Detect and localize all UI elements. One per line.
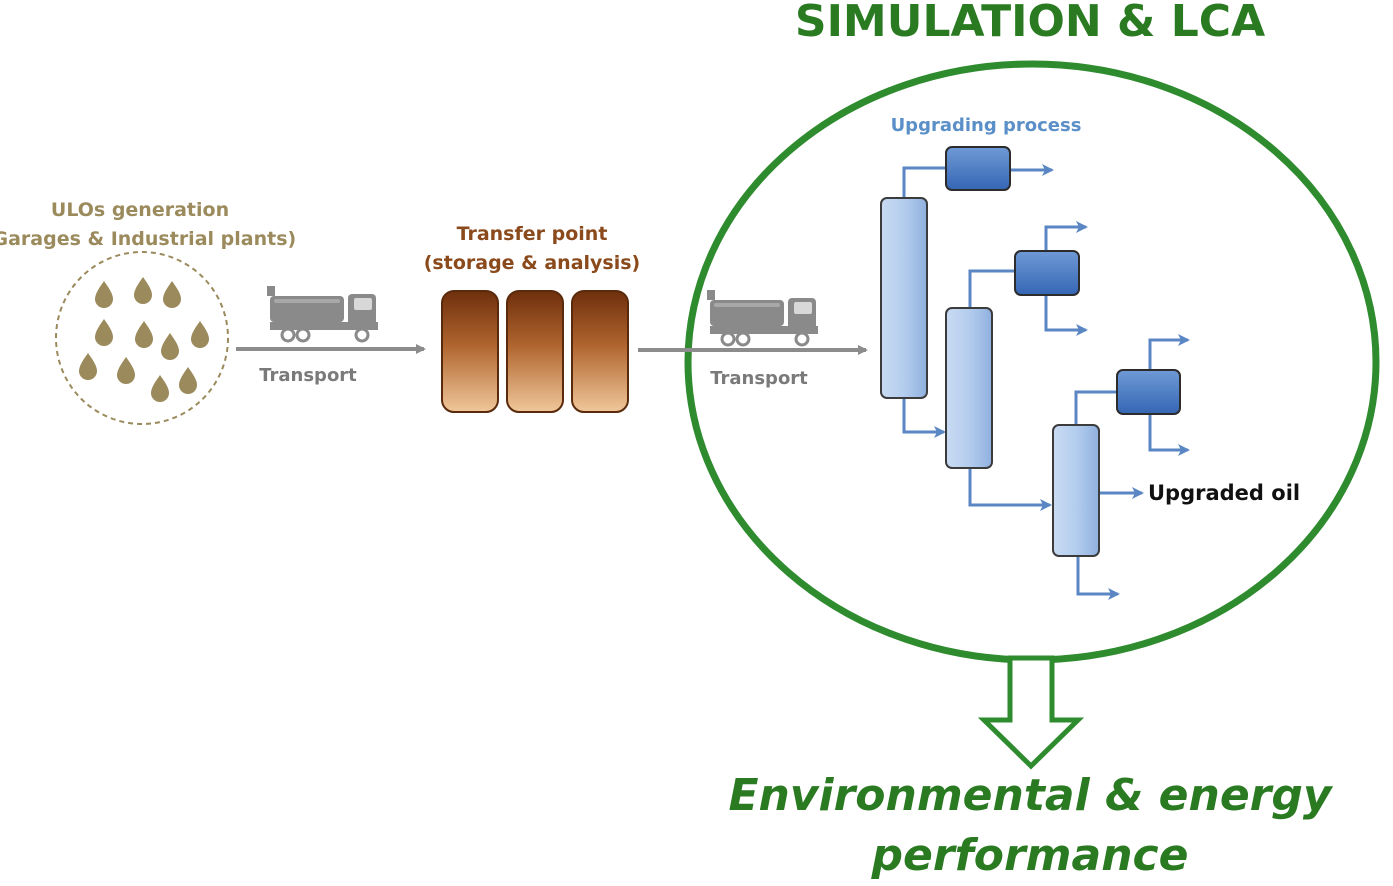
ulo-source-circle [55,251,229,425]
transfer-point: Transfer point (storage & analysis) [424,223,641,413]
transfer-label-line2: (storage & analysis) [424,252,641,274]
oil-drop-icon [135,321,153,348]
oil-drop-icon [151,375,169,402]
flow-line [1074,390,1116,425]
oil-drop-icon [95,281,113,308]
down-arrow-icon [977,655,1085,770]
oil-drop-icon [134,277,152,304]
oil-drop-icon [161,333,179,360]
oil-drop-icon [117,357,135,384]
flow-line [1148,334,1190,370]
flow-line [902,166,946,198]
oil-drop-icon [179,367,197,394]
upgraded-oil-label: Upgraded oil [1148,481,1300,505]
transport-1: Transport [236,284,426,386]
main-title: SIMULATION & LCA [795,0,1265,47]
distillation-column-icon [1052,424,1100,557]
flow-line [902,398,946,438]
storage-tank-icon [571,290,629,413]
flow-line [1148,414,1190,456]
flow-line [1044,221,1088,251]
transport-2: Transport [638,288,868,389]
distillation-column-icon [880,197,928,399]
storage-tank-icon [506,290,564,413]
oil-drop-icon [79,353,97,380]
simulation-boundary [684,60,1380,664]
tanker-truck-icon [265,284,380,343]
process-unit-icon [945,146,1011,191]
source-label-line2: (Garages & Industrial plants) [0,228,296,250]
oil-drop-icon [163,281,181,308]
outcome-line2: performance [871,830,1189,881]
tanker-truck-icon [705,288,820,347]
transfer-label-line1: Transfer point [457,223,608,245]
flow-line [968,269,1014,308]
process-unit-icon [1116,369,1181,415]
upgrading-process: Upgrading process Upgraded oil [880,115,1300,600]
upgrading-label: Upgrading process [891,115,1082,136]
transport-2-label: Transport [710,368,808,389]
distillation-column-icon [945,307,993,469]
transport-1-label: Transport [259,365,357,386]
source-label-line1: ULOs generation [51,199,229,221]
storage-tank-icon [441,290,499,413]
flow-line [1044,295,1088,336]
flow-line [968,468,1052,511]
oil-drop-icon [191,321,209,348]
outcome-line1: Environmental & energy [728,770,1333,821]
process-unit-icon [1014,250,1080,296]
flow-line [1076,556,1120,600]
ulo-source: ULOs generation (Garages & Industrial pl… [0,199,296,425]
oil-drop-icon [95,319,113,346]
